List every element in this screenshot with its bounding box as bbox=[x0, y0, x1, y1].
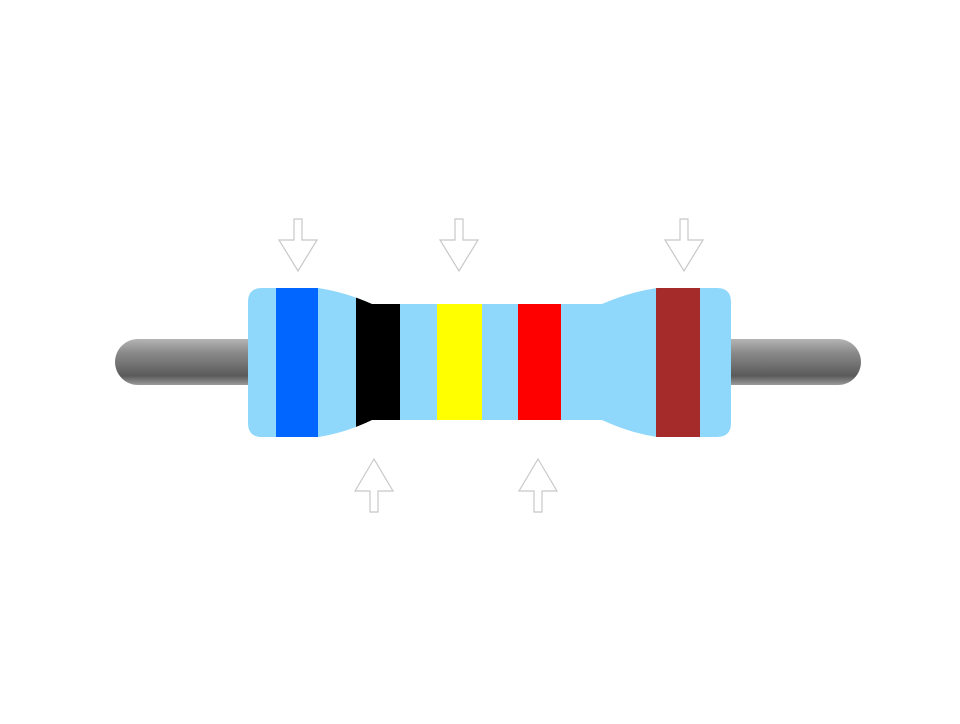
down-arrow-icon bbox=[663, 218, 705, 273]
left-lead bbox=[115, 339, 255, 385]
color-band-yellow bbox=[437, 288, 482, 437]
right-lead bbox=[725, 339, 861, 385]
color-band-brown bbox=[656, 288, 700, 437]
color-band-blue bbox=[276, 288, 318, 437]
up-arrow-icon bbox=[517, 457, 559, 513]
color-band-black bbox=[356, 296, 400, 429]
down-arrow-icon bbox=[277, 218, 319, 273]
down-arrow-icon bbox=[438, 218, 480, 273]
up-arrow-icon bbox=[353, 457, 395, 513]
color-band-red bbox=[518, 288, 561, 437]
